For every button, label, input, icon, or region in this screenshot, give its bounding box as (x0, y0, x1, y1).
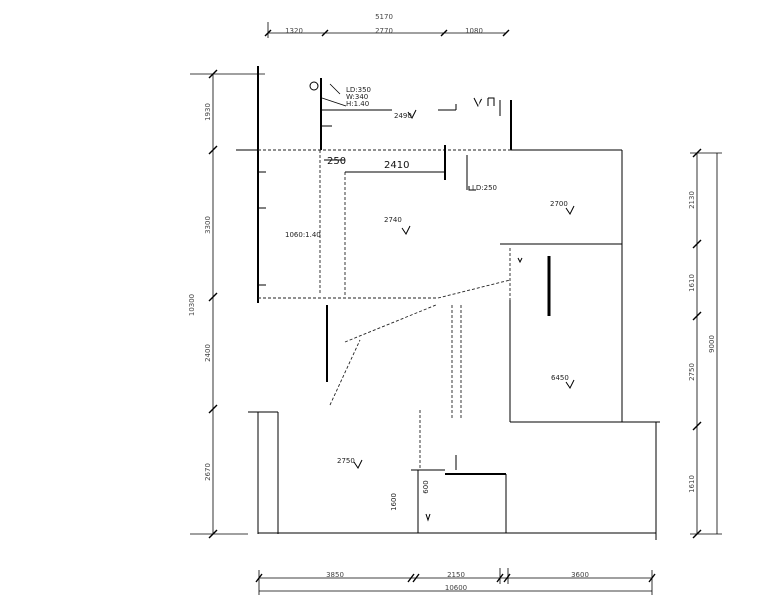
walls (236, 66, 660, 540)
dim-bottom-tick-6 (648, 573, 656, 583)
dim-inner-v2: 600 (422, 480, 430, 493)
dim-top-tick-4 (502, 29, 510, 37)
dim-right-tick-5 (692, 529, 702, 539)
right-dimension-chain: 2130 1610 2750 1610 9000 (688, 148, 722, 539)
dim-right-tick-4 (692, 421, 702, 431)
dim-left-seg1: 1930 (204, 103, 212, 121)
dim-bottom-seg1: 3850 (326, 571, 344, 579)
label-right-lower-elev: 6450 (551, 374, 569, 382)
dim-inner-v1: 1600 (390, 493, 398, 511)
label-level-c: H:1.40 (346, 100, 369, 108)
leader-a (329, 83, 341, 95)
dim-bottom-tick-1 (255, 573, 263, 583)
dim-bottom-tick-2 (407, 573, 415, 583)
bottom-dimension-chain: 3850 2150 3600 10600 (255, 568, 656, 595)
dim-top-total: 5170 (375, 13, 393, 21)
fixture-circle-icon (309, 81, 319, 91)
fixtures (309, 81, 575, 522)
elev-mark-bottom-icon (353, 459, 363, 469)
dim-left-seg4: 2670 (204, 463, 212, 481)
dim-top-right: 1080 (465, 27, 483, 35)
leader-b (321, 97, 347, 107)
dim-left-tick-3 (208, 292, 218, 302)
elev-mark-top-icon (407, 109, 417, 119)
dim-right-total: 9000 (708, 335, 716, 353)
dim-right-seg2: 1610 (688, 274, 696, 292)
dim-left-total: 10300 (188, 294, 196, 316)
dim-left-seg2: 3300 (204, 216, 212, 234)
leader-right (468, 186, 476, 191)
dim-right-seg4: 1610 (688, 475, 696, 493)
elev-mark-right-icon (565, 205, 575, 215)
dim-top-mid: 2770 (375, 27, 393, 35)
divider-diagonal-dashed (437, 279, 511, 299)
label-left-room-tag: 1060:1.40 (285, 231, 321, 239)
dim-right-tick-2 (692, 239, 702, 249)
dim-left-seg3: 2400 (204, 344, 212, 362)
dim-top-tick-1 (264, 29, 272, 37)
dim-left-tick-2 (208, 145, 218, 155)
small-mark-bottom-icon (425, 513, 431, 522)
dim-bottom-seg2: 2150 (447, 571, 465, 579)
label-bottom-elev: 2750 (337, 457, 355, 465)
dim-bottom-total: 10600 (445, 584, 467, 592)
label-right-elev: 2700 (550, 200, 568, 208)
dim-right-seg1: 2130 (688, 191, 696, 209)
dim-top-tick-2 (321, 29, 329, 37)
dim-right-tick-1 (692, 148, 702, 158)
label-entrance-marker: 入口 (466, 96, 488, 109)
dim-inner-small: 250 (327, 156, 346, 167)
dim-bottom-tick-5 (503, 573, 511, 583)
label-lr-tag: LD:250 (472, 184, 497, 192)
dim-right-seg3: 2750 (688, 363, 696, 381)
annotations: LD:350 W:340 H:1.40 2490 250 2410 LD:250… (285, 86, 569, 511)
dim-top-tick-3 (440, 29, 448, 37)
dim-right-tick-3 (692, 311, 702, 321)
divider-stair-diagonal (344, 304, 437, 343)
dim-left-tick-4 (208, 404, 218, 414)
elev-mark-right-lower-icon (565, 379, 575, 389)
label-level-b: W:340 (346, 93, 368, 101)
entrance-marker-icon (473, 97, 495, 108)
dim-bottom-seg3: 3600 (571, 571, 589, 579)
dim-top-left: 1320 (285, 27, 303, 35)
label-top-room-elev: 2490 (394, 112, 412, 120)
label-level-a: LD:350 (346, 86, 371, 94)
left-dimension-chain: 10300 1930 3300 2400 2670 (188, 69, 265, 539)
label-center-elev: 2740 (384, 216, 402, 224)
dim-inner-span: 2410 (384, 160, 409, 171)
elev-mark-center-icon (401, 225, 411, 235)
divider-stair-diag2 (329, 339, 361, 406)
dim-bottom-tick-3 (412, 573, 420, 583)
small-mark-icon (517, 257, 523, 264)
top-dimension-chain: 5170 1320 2770 1080 (264, 13, 510, 38)
